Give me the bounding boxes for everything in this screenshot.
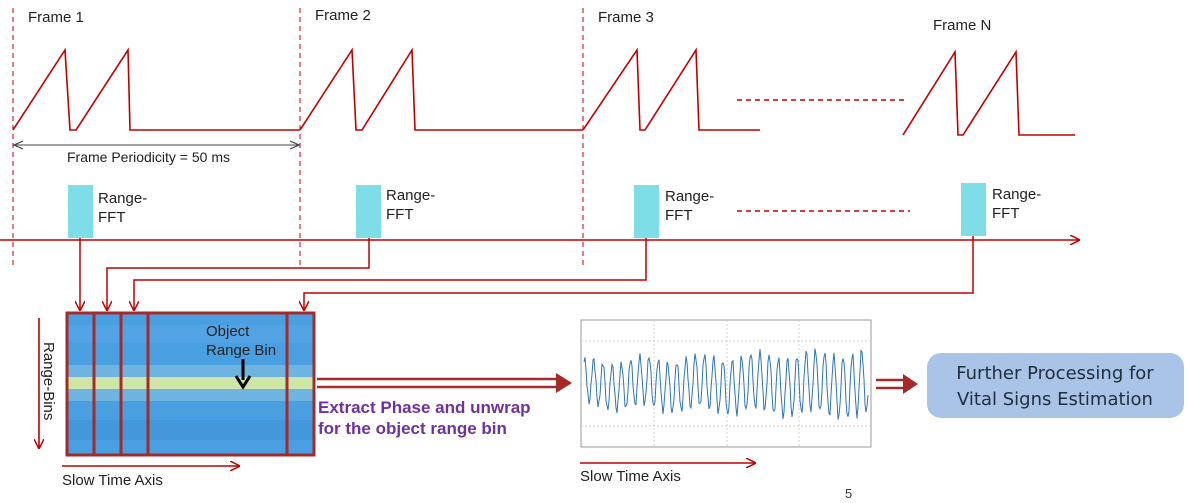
frame-1-label: Frame 1 <box>28 9 84 26</box>
chirp-frame-1 <box>12 47 300 131</box>
range-fft-label-2b: FFT <box>386 206 414 223</box>
further-processing-label-1: Further Processing for <box>956 363 1154 384</box>
further-processing-label-2: Vital Signs Estimation <box>957 389 1153 410</box>
phase-waveform-line <box>583 348 869 420</box>
range-fft-label-1a: Range- <box>98 190 147 207</box>
connector-n <box>304 236 974 310</box>
chirp-frame-2 <box>299 47 583 131</box>
connector-2 <box>107 238 370 310</box>
object-range-bin-row <box>67 377 314 389</box>
range-fft-block-2 <box>356 185 381 238</box>
periodicity-label: Frame Periodicity = 50 ms <box>67 149 230 165</box>
object-range-bin-label-2: Range Bin <box>206 342 276 359</box>
range-fft-label-na: Range- <box>992 186 1041 203</box>
range-fft-label-nb: FFT <box>992 205 1020 222</box>
phase-waveform-panel <box>580 319 872 448</box>
matrix-slow-time-label: Slow Time Axis <box>62 472 163 489</box>
range-fft-labels: Range- FFT Range- FFT Range- FFT Range- … <box>98 186 1041 226</box>
range-fft-label-2a: Range- <box>386 187 435 204</box>
range-fft-block-1 <box>68 185 93 238</box>
range-fft-label-1b: FFT <box>98 209 126 226</box>
chirp-frame-3 <box>582 47 760 131</box>
frame-n-label: Frame N <box>933 17 991 34</box>
frame-2-label: Frame 2 <box>315 7 371 24</box>
range-fft-block-n <box>961 183 986 236</box>
extract-phase-label-2: for the object range bin <box>318 419 507 438</box>
frame-boundaries <box>12 8 584 268</box>
extract-phase-label-1: Extract Phase and unwrap <box>318 398 531 417</box>
frame-3-label: Frame 3 <box>598 9 654 26</box>
range-fft-label-3b: FFT <box>665 207 693 224</box>
object-range-bin-label-1: Object <box>206 323 250 340</box>
matrix-outline <box>65 311 316 457</box>
connector-3 <box>134 238 647 310</box>
page-number: 5 <box>845 486 852 501</box>
range-bin-matrix <box>65 311 316 457</box>
chirp-frame-n <box>902 49 1075 136</box>
fft-to-matrix-connectors <box>80 236 974 310</box>
range-fft-label-3a: Range- <box>665 188 714 205</box>
object-arrow-down-icon <box>234 359 252 390</box>
further-processing-arrow <box>876 374 918 394</box>
chirp-signals <box>12 47 1075 136</box>
range-fft-block-3 <box>634 185 659 238</box>
further-processing-box <box>927 353 1184 418</box>
range-bins-label: Range-Bins <box>40 342 57 420</box>
range-fft-blocks <box>68 183 986 238</box>
extract-phase-arrow <box>317 373 572 393</box>
waveform-slow-time-label: Slow Time Axis <box>580 468 681 485</box>
